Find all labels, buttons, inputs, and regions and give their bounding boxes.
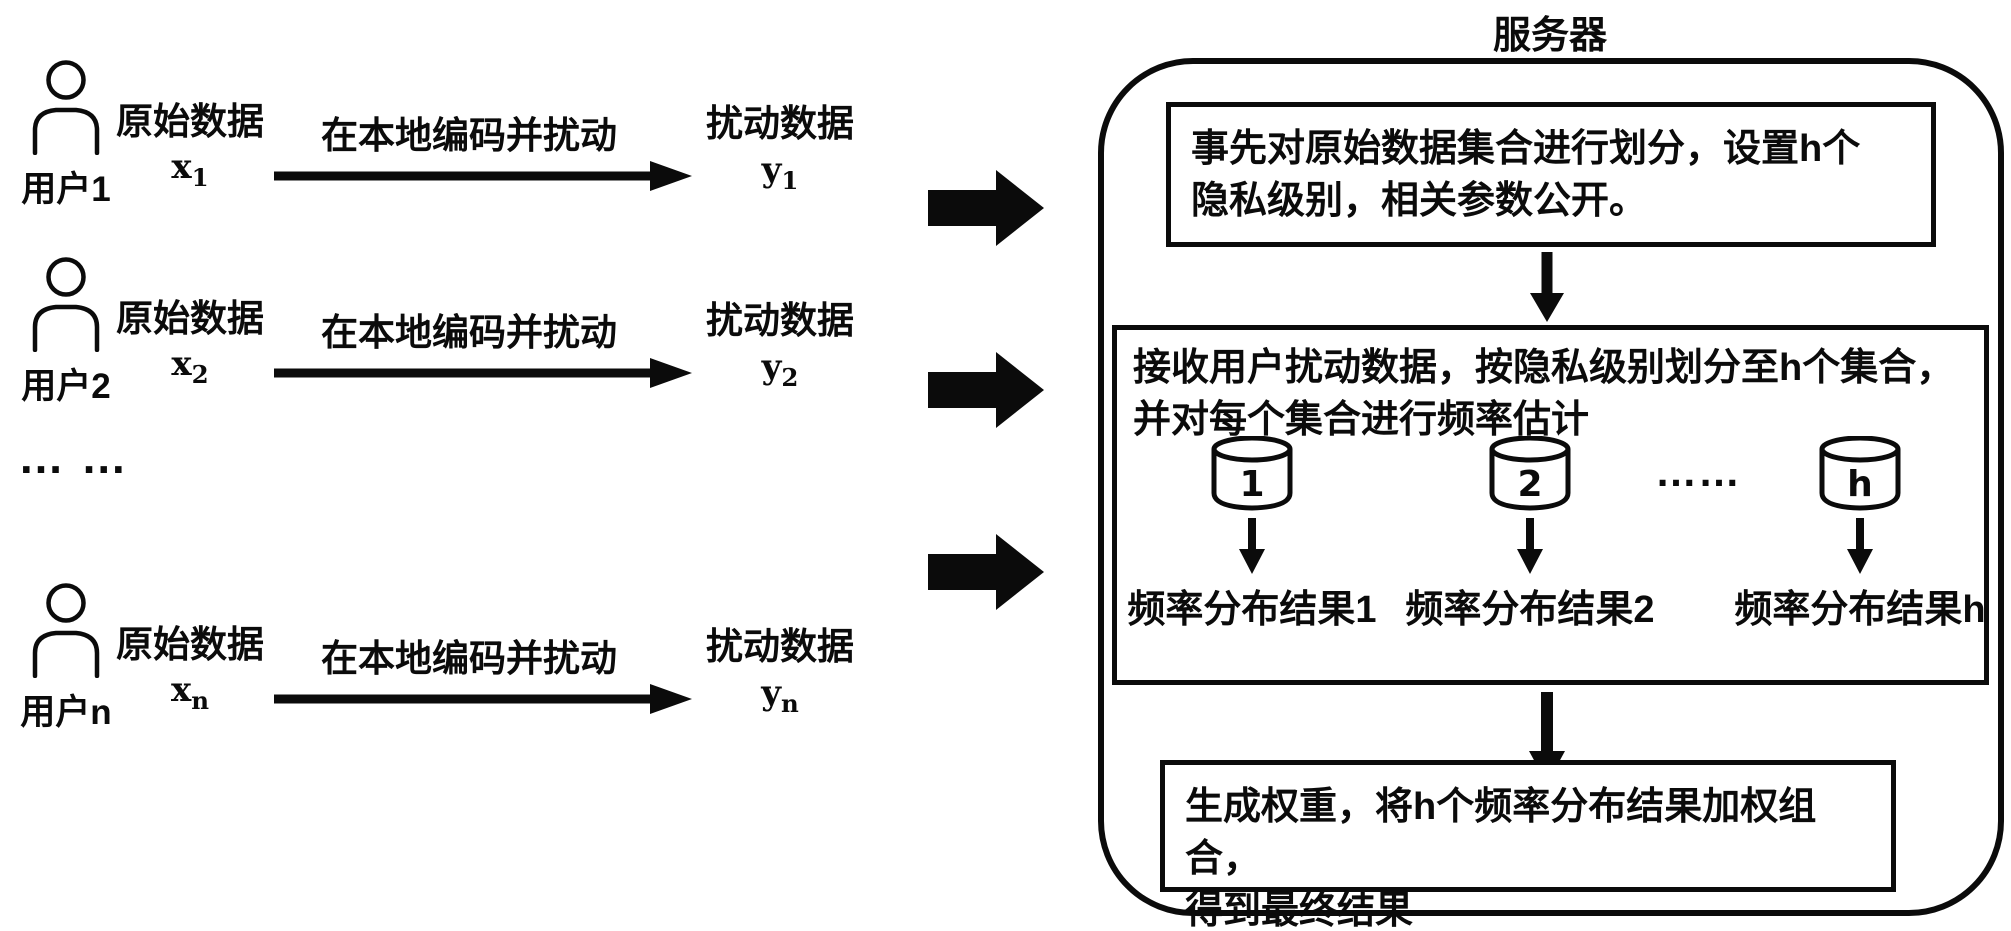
users-ellipsis: … … [18, 430, 129, 484]
perturbed-data-label: 扰动数据 [690, 93, 870, 147]
block-arrow-icon [928, 168, 1046, 248]
step3-line1: 生成权重，将h个频率分布结果加权组合， [1185, 781, 1871, 885]
user-row-1: 用户1 原始数据 x1 在本地编码并扰动 扰动数据 y1 [0, 55, 880, 270]
process-label: 在本地编码并扰动 [264, 628, 674, 682]
original-data-label: 原始数据 [108, 288, 272, 342]
database-label: h [1818, 464, 1902, 505]
down-arrow-icon [1842, 518, 1878, 574]
user-row-2: 用户2 原始数据 x2 在本地编码并扰动 扰动数据 y2 [0, 252, 880, 467]
server-step3-box: 生成权重，将h个频率分布结果加权组合， 得到最终结果 [1160, 760, 1896, 892]
frequency-result-label-1: 频率分布结果1 [1117, 578, 1387, 633]
database-label: 2 [1488, 464, 1572, 505]
block-arrow-icon [928, 532, 1046, 612]
database-label: 1 [1210, 464, 1294, 505]
step3-line2: 得到最终结果 [1185, 885, 1871, 931]
original-data-label: 原始数据 [108, 91, 272, 145]
down-arrow-icon [1512, 518, 1548, 574]
right-arrow-icon [272, 356, 692, 390]
database-cylinder-icon: h [1818, 436, 1902, 512]
step1-line2: 隐私级别，相关参数公开。 [1191, 175, 1911, 227]
perturbed-data-label: 扰动数据 [690, 616, 870, 670]
server-title: 服务器 [1350, 4, 1750, 59]
perturbed-data-variable: y1 [690, 150, 870, 195]
right-arrow-icon [272, 682, 692, 716]
original-data-label: 原始数据 [108, 614, 272, 668]
database-cylinder-icon: 1 [1210, 436, 1294, 512]
process-label: 在本地编码并扰动 [264, 302, 674, 356]
frequency-result-label-h: 频率分布结果h [1725, 578, 1995, 633]
original-data-variable: xn [108, 670, 272, 715]
perturbed-data-variable: y2 [690, 347, 870, 392]
person-icon [30, 59, 102, 155]
frequency-result-label-2: 频率分布结果2 [1395, 578, 1665, 633]
person-icon [30, 256, 102, 352]
database-cylinder-icon: 2 [1488, 436, 1572, 512]
step2-line1: 接收用户扰动数据，按隐私级别划分至h个集合， [1133, 342, 1968, 394]
down-arrow-icon [1234, 518, 1270, 574]
user-row-n: 用户n 原始数据 xn 在本地编码并扰动 扰动数据 yn [0, 578, 880, 793]
perturbed-data-variable: yn [690, 673, 870, 718]
step1-line1: 事先对原始数据集合进行划分，设置h个 [1191, 123, 1911, 175]
perturbed-data-label: 扰动数据 [690, 290, 870, 344]
down-arrow-icon [1524, 252, 1570, 322]
server-step1-box: 事先对原始数据集合进行划分，设置h个 隐私级别，相关参数公开。 [1166, 102, 1936, 247]
right-arrow-icon [272, 159, 692, 193]
block-arrow-icon [928, 350, 1046, 430]
databases-ellipsis: …… [1638, 448, 1758, 496]
original-data-variable: x1 [108, 147, 272, 192]
process-label: 在本地编码并扰动 [264, 105, 674, 159]
original-data-variable: x2 [108, 344, 272, 389]
person-icon [30, 582, 102, 678]
